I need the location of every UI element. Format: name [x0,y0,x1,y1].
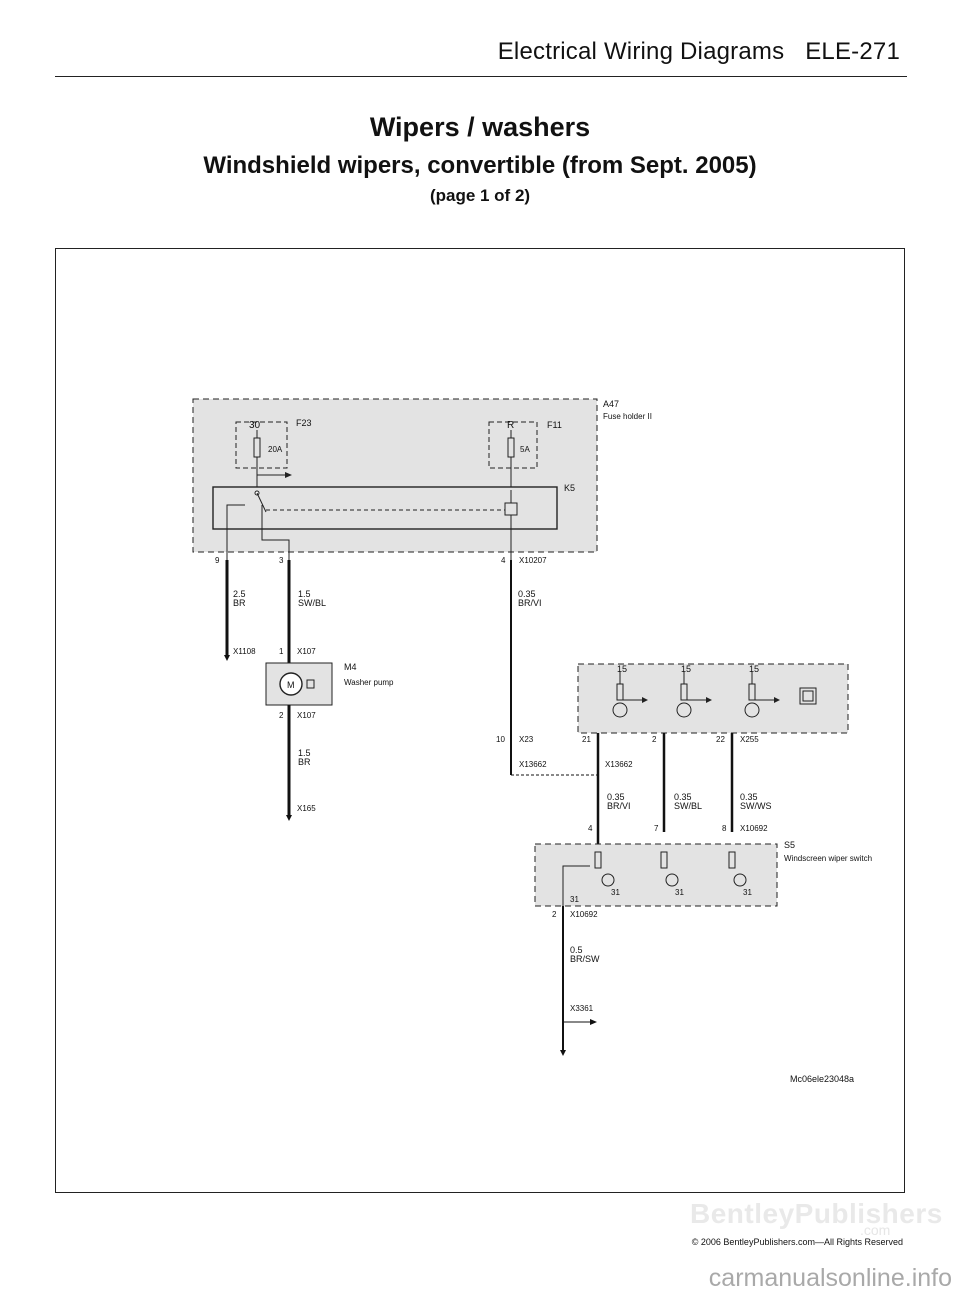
motor-icon [279,672,303,696]
page-indicator: (page 1 of 2) [429,186,531,205]
x165-label: X165 [297,804,316,813]
site-url: carmanualsonline.info [708,1264,952,1292]
diagram-ref: Mc06ele23048a [790,1074,854,1084]
wire-3-color: BR/VI [518,598,542,608]
page-number: ELE-271 [805,38,900,65]
x255-pin-22: 22 [716,735,725,744]
wire-6-color: SW/BL [674,801,702,811]
page-header: Electrical Wiring Diagrams ELE-271 [0,38,900,66]
diagram-frame [55,248,905,1193]
section-title: Electrical Wiring Diagrams [497,38,785,65]
wire-8-color: BR/SW [570,954,600,964]
x255-pin-21: 21 [582,735,591,744]
wire-3-size: 0.35 [518,589,536,599]
s5-ground-1: 31 [611,888,620,897]
x10692-pin-2: 2 [552,910,557,919]
wire-4-color: BR [298,757,311,767]
wire-1-color: BR [233,598,246,608]
diagram-subtitle: Windshield wipers, convertible (from Sep… [203,152,757,179]
relay-k5 [212,486,558,530]
f23-rating: 20A [268,445,283,454]
wire-2-color: SW/BL [298,598,326,608]
wire-1-size: 2.5 [233,589,246,599]
pin-3: 3 [279,556,284,565]
s5-ground-0: 31 [570,895,579,904]
f23-terminal: 30 [249,420,261,431]
relay-terminal-1: 15 [617,664,627,674]
x255-pin-2: 2 [652,735,657,744]
wire-7-color: SW/WS [740,801,772,811]
wire-6-size: 0.35 [674,792,692,802]
diagram-title: Wipers / washers [369,112,591,142]
relay-terminal-3: 15 [749,664,759,674]
f23-label: F23 [296,418,312,428]
wire-8-size: 0.5 [570,945,583,955]
x255-label: X255 [740,735,759,744]
f11-terminal: R [507,420,514,431]
x107-pin-2: 2 [279,711,284,720]
fuse-f11-box [488,421,538,469]
f11-rating: 5A [520,445,530,454]
x10207-pin: 4 [501,556,506,565]
x107-label-bottom: X107 [297,711,316,720]
x107-label-top: X107 [297,647,316,656]
wire-5-size: 0.35 [607,792,625,802]
x23-pin: 10 [496,735,505,744]
x1108-label: X1108 [233,647,256,656]
publisher-watermark: BentleyPublishers [690,1198,943,1229]
s5-ground-2: 31 [675,888,684,897]
fuse-f23-box [235,421,288,469]
switch-contacts [562,851,747,906]
wire-7-size: 0.35 [740,792,758,802]
a47-name: Fuse holder II [603,412,652,421]
wire-2-size: 1.5 [298,589,311,599]
x3361-label: X3361 [570,1004,594,1013]
wire-5-color: BR/VI [607,801,631,811]
f11-label: F11 [547,420,562,430]
x13662-label-left: X13662 [519,760,547,769]
a47-label: A47 [603,399,619,409]
x10692-label-bottom: X10692 [570,910,598,919]
wire-4-size: 1.5 [298,748,311,758]
pin-9: 9 [215,556,220,565]
x10692-pin-4: 4 [588,824,593,833]
x107-pin-1: 1 [279,647,284,656]
k5-label: K5 [564,483,575,493]
x23-label: X23 [519,735,534,744]
header-rule [55,76,907,77]
x10207-label: X10207 [519,556,547,565]
s5-label: S5 [784,840,795,850]
relay-transistors [612,672,817,718]
m4-label: M4 [344,662,357,672]
s5-ground-3: 31 [743,888,752,897]
wiper-relay-block [577,663,849,734]
x10692-pin-7: 7 [654,824,659,833]
watermark-domain: .com [860,1222,891,1238]
copyright: © 2006 BentleyPublishers.com—All Rights … [691,1237,903,1247]
m4-name: Washer pump [344,678,394,687]
x10692-pin-8: 8 [722,824,727,833]
s5-name: Windscreen wiper switch [784,854,872,863]
motor-symbol-text: M [287,680,295,690]
site-watermark: carmanualsonline.info [0,1264,960,1293]
relay-terminal-2: 15 [681,664,691,674]
x10692-label: X10692 [740,824,768,833]
x13662-label-right: X13662 [605,760,633,769]
